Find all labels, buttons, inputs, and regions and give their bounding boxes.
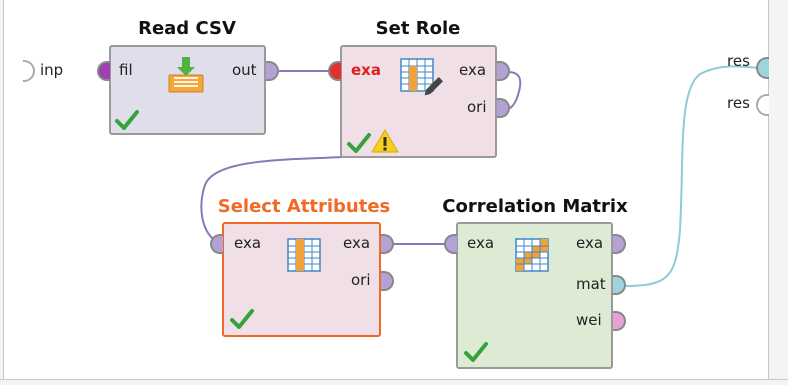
set-role-output-label-exa: exa	[459, 61, 487, 79]
select-attributes-title[interactable]: Select Attributes	[217, 196, 391, 217]
read-csv-output-port-out[interactable]	[266, 61, 279, 81]
select-attributes-output-port-exa[interactable]	[381, 234, 394, 254]
result-port-1-label: res	[727, 52, 750, 70]
correlation-matrix-table-icon	[515, 238, 549, 272]
read-csv-file-icon	[168, 57, 204, 93]
read-csv-output-label-out: out	[232, 61, 257, 79]
correlation-matrix-input-port-exa[interactable]	[444, 234, 457, 254]
set-role-output-label-ori: ori	[467, 98, 487, 116]
correlation-matrix-output-port-mat[interactable]	[613, 275, 626, 295]
correlation-matrix-output-label-exa: exa	[576, 234, 604, 252]
select-attributes-table-icon	[287, 238, 321, 272]
result-port-1[interactable]	[756, 57, 769, 79]
select-attributes-ok-check-icon	[230, 309, 254, 329]
wire-correlation-mat-to-result[interactable]	[623, 65, 759, 287]
select-attributes-input-label-exa: exa	[234, 234, 262, 252]
correlation-matrix-output-port-wei[interactable]	[613, 311, 626, 331]
result-port-2-label: res	[727, 94, 750, 112]
wire-setrole-to-selectattributes[interactable]	[200, 156, 343, 245]
result-port-2[interactable]	[756, 94, 769, 116]
select-attributes-output-port-ori[interactable]	[381, 271, 394, 291]
canvas-bottom-border	[0, 379, 788, 385]
read-csv-input-port-fil[interactable]	[97, 61, 110, 81]
select-attributes-output-label-exa: exa	[343, 234, 371, 252]
canvas-right-margin	[769, 0, 788, 384]
canvas-left-border	[0, 0, 4, 384]
set-role-input-label-exa: exa	[351, 61, 381, 79]
read-csv-input-label-fil: fil	[119, 61, 133, 79]
set-role-table-edit-icon	[400, 58, 443, 96]
read-csv-ok-check-icon	[115, 110, 139, 130]
correlation-matrix-output-label-wei: wei	[576, 311, 602, 329]
process-input-port-label: inp	[40, 61, 64, 79]
set-role-output-port-ori[interactable]	[497, 98, 510, 118]
set-role-input-port-exa[interactable]	[328, 61, 341, 81]
correlation-matrix-ok-check-icon	[464, 342, 488, 362]
set-role-ok-check-icon	[347, 133, 371, 153]
set-role-title[interactable]: Set Role	[375, 18, 461, 39]
set-role-warning-icon[interactable]	[371, 128, 399, 154]
select-attributes-output-label-ori: ori	[351, 271, 371, 289]
canvas-right-border	[768, 0, 769, 384]
select-attributes-input-port-exa[interactable]	[210, 234, 223, 254]
read-csv-title[interactable]: Read CSV	[138, 18, 236, 39]
correlation-matrix-output-port-exa[interactable]	[613, 234, 626, 254]
correlation-matrix-title[interactable]: Correlation Matrix	[442, 196, 628, 217]
correlation-matrix-input-label-exa: exa	[467, 234, 495, 252]
correlation-matrix-output-label-mat: mat	[576, 275, 606, 293]
set-role-output-port-exa[interactable]	[497, 61, 510, 81]
